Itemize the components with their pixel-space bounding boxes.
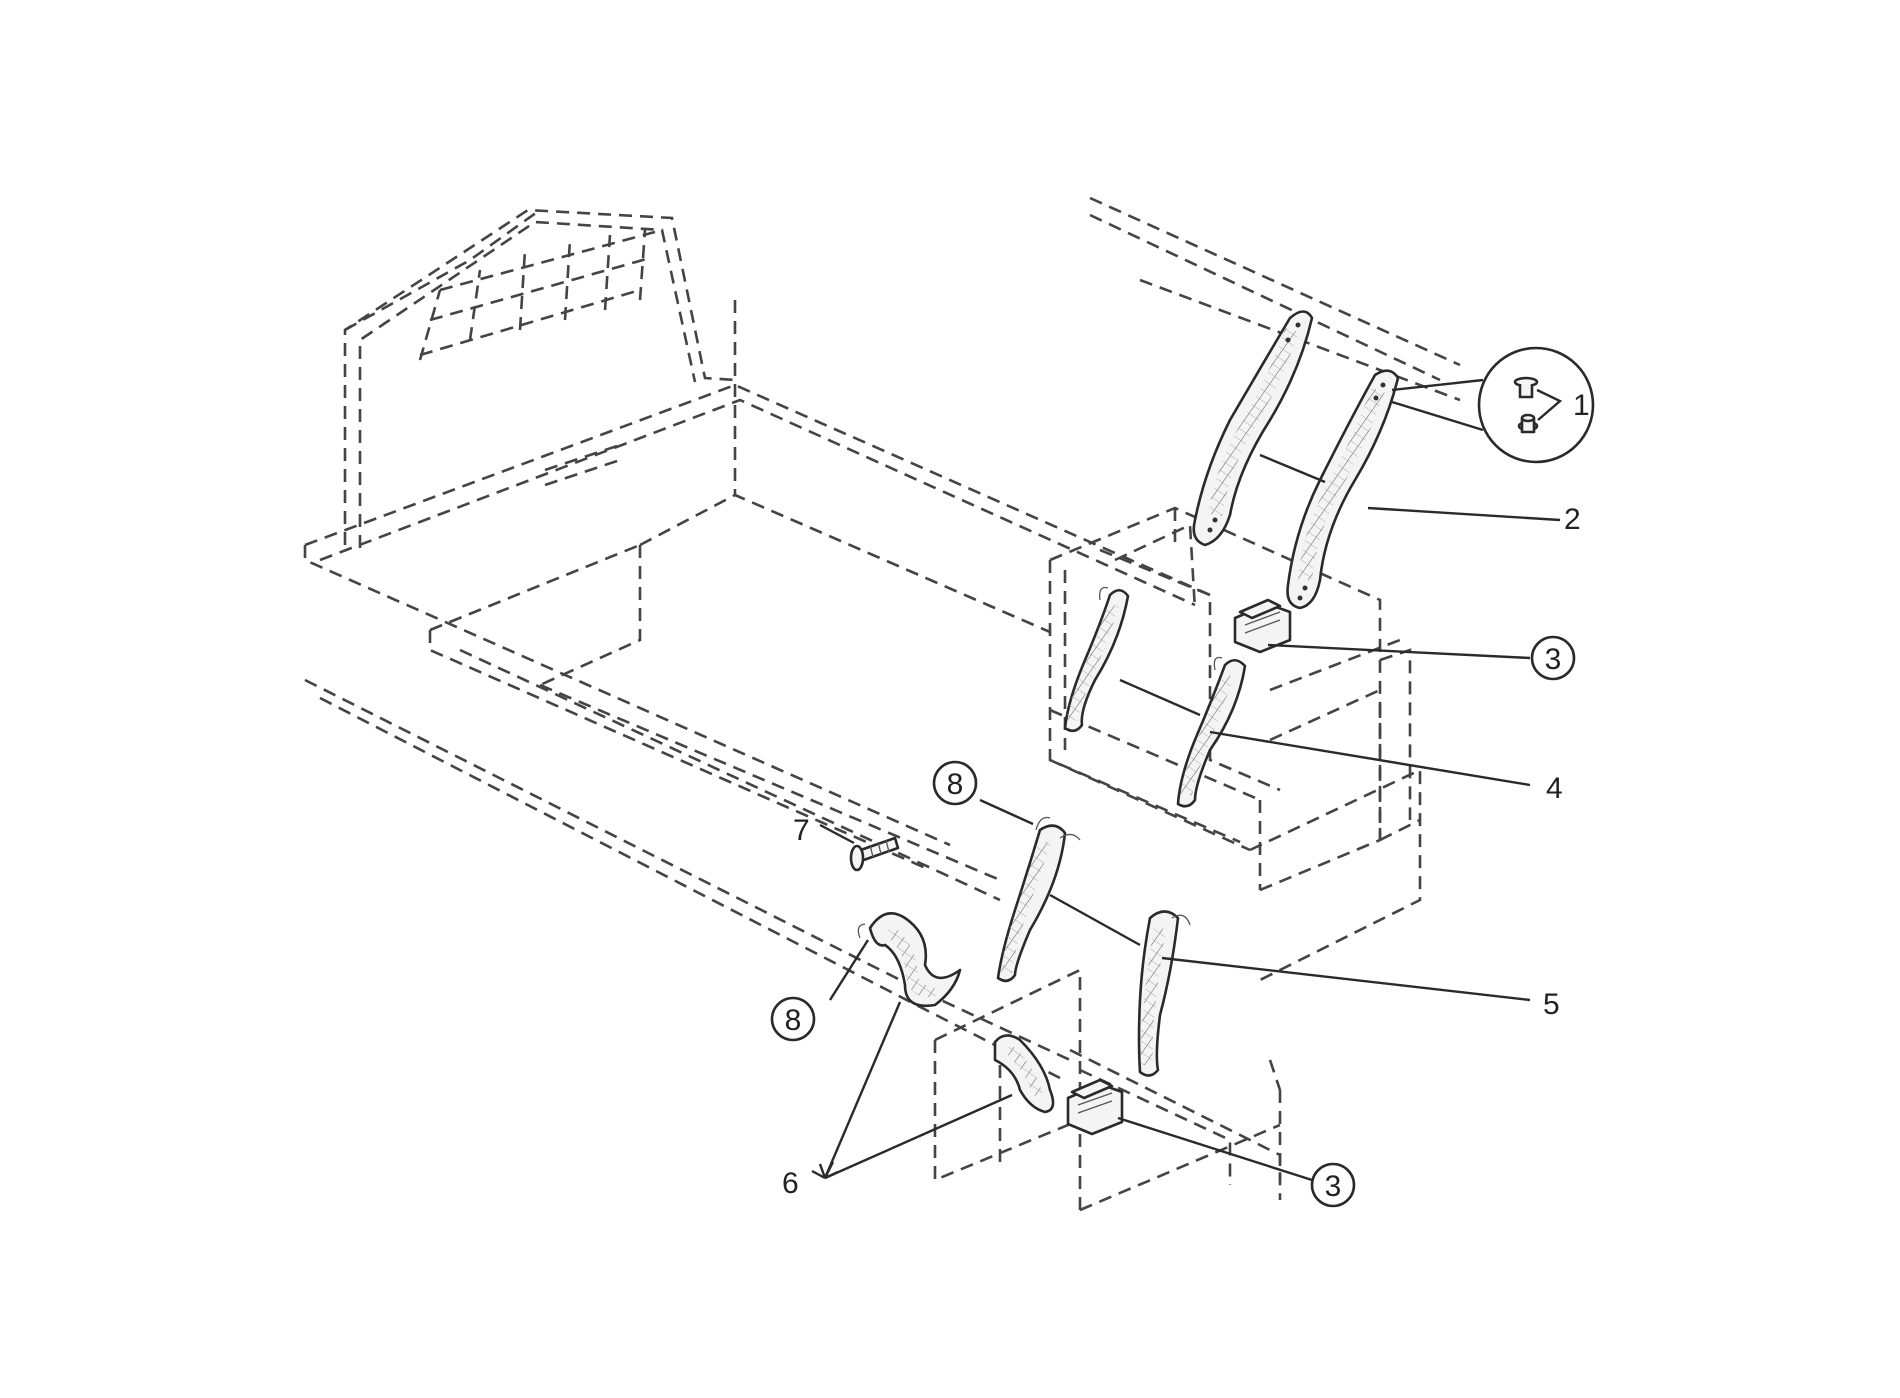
buckle-lower [1066, 1078, 1124, 1136]
lap-strap-upper [857, 912, 962, 1008]
callout-3-upper-label: 3 [1545, 643, 1562, 676]
callout-3-upper: 3 [1530, 635, 1576, 681]
callout-5: 5 [1543, 988, 1560, 1021]
rivet-detail-bubble [1391, 346, 1595, 464]
callout-6-label: 6 [782, 1167, 799, 1200]
centre-belt-left [1063, 586, 1130, 733]
lap-strap-lower [993, 1034, 1055, 1114]
callout-8-lower-label: 8 [785, 1004, 802, 1037]
callout-3-lower: 3 [1310, 1162, 1356, 1208]
callout-7: 7 [793, 814, 810, 847]
upper-belt-right [1286, 369, 1400, 610]
callout-1-label: 1 [1573, 389, 1590, 422]
buckle-upper [1233, 598, 1292, 654]
leader-lines [811, 506, 1561, 1182]
callout-6: 6 [782, 1167, 799, 1200]
bolt [849, 836, 900, 872]
lower-belt-left [996, 816, 1081, 983]
callout-4: 4 [1546, 772, 1563, 805]
callout-8-upper-label: 8 [947, 768, 964, 801]
callout-8-upper: 8 [932, 760, 978, 806]
callout-4-label: 4 [1546, 772, 1563, 805]
callout-3-lower-label: 3 [1325, 1170, 1342, 1203]
callout-7-label: 7 [793, 814, 810, 847]
callout-5-label: 5 [1543, 988, 1560, 1021]
lower-belt-link [1049, 893, 1141, 947]
centre-belt-link [1119, 678, 1201, 717]
lower-belt-right [1137, 910, 1191, 1077]
upper-belt-link [1259, 453, 1326, 484]
callout-2: 2 [1564, 503, 1581, 536]
callout-8-lower: 8 [770, 996, 816, 1042]
callout-2-label: 2 [1564, 503, 1581, 536]
callout-1: 1 [1573, 389, 1590, 422]
rivet-lower [1517, 413, 1539, 434]
upper-belt-left [1192, 310, 1314, 547]
rivet-upper [1513, 376, 1539, 399]
